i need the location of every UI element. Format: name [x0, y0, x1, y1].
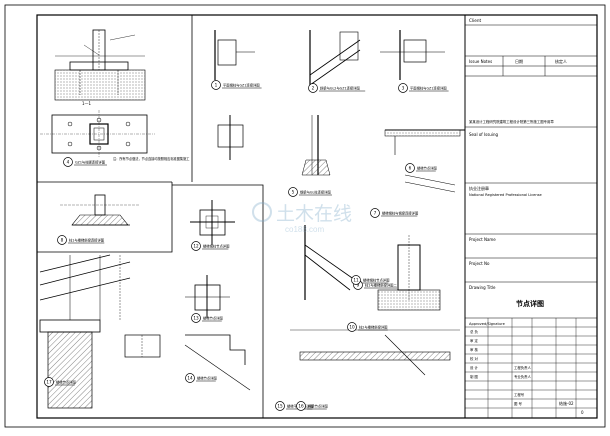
detail-bubble	[288, 187, 298, 197]
registration-cn: 执业注册章	[469, 185, 489, 191]
detail-number: 6	[409, 166, 412, 171]
detail-number: 2	[312, 86, 315, 91]
detail-bubble	[211, 80, 221, 90]
detail-bubble	[57, 235, 67, 245]
detail-caption: 钢梁与GL柱连接详图	[300, 190, 331, 195]
detail-bubble	[191, 241, 201, 251]
detail-panel-lower-center	[290, 225, 460, 376]
role-label: 审 定	[470, 338, 478, 343]
detail-caption: 平面钢柱与GZ1连接详图	[410, 86, 447, 91]
detail-caption: 楼梯钢柱节点详图	[203, 244, 230, 249]
role-labels: 总 负审 定审 核校 对设 计制 图	[470, 329, 478, 379]
detail-bubble	[308, 83, 318, 93]
role-label: 审 核	[470, 347, 478, 352]
detail-panel-base: 1—1 注：所有节点做法，节点连接均按照相应标准图集施工	[40, 29, 190, 161]
institute-name: 某某设计工程研究院建筑工程设计院第三所施工图专用章	[469, 119, 554, 124]
detail-number: 10	[349, 325, 355, 330]
detail-caption: 楼梯节点详图	[417, 166, 437, 171]
detail-caption: 楼梯节点详图	[203, 316, 223, 321]
detail-bubble	[347, 322, 357, 332]
detail-panel-top-connections	[214, 30, 445, 160]
role-field-2: 专业负责人	[514, 374, 532, 379]
detail-number: 8	[61, 238, 64, 243]
detail-caption: 斜梁节点详图	[308, 404, 328, 409]
detail-number: 16	[298, 404, 304, 409]
detail-bubble	[398, 83, 408, 93]
detail-number: 5	[292, 190, 295, 195]
title-block: Client Issue Notes 日期 核定人 某某设计工程研究院建筑工程设…	[464, 15, 597, 418]
revision-number: 0	[581, 410, 584, 415]
general-note: 注：所有节点做法，节点连接均按照相应标准图集施工	[113, 156, 190, 161]
detail-caption: 柱1与楼梯斜梁详图二	[365, 283, 397, 288]
detail-caption: 楼梯节点详图	[197, 376, 217, 381]
detail-bubble	[275, 401, 285, 411]
detail-panel-middle	[124, 200, 251, 391]
detail-bubble	[44, 377, 54, 387]
detail-number: 11	[353, 278, 359, 283]
detail-panel-stair-elevation	[39, 254, 131, 409]
detail-caption: 楼梯钢柱节点详图	[363, 278, 390, 283]
issue-label: Issue Notes	[469, 59, 492, 64]
role-field-4: 图 号	[514, 401, 522, 406]
watermark-text: 土木在线	[276, 203, 352, 225]
detail-panel-footing	[60, 194, 140, 226]
detail-caption: 平面钢柱与GZ1连接详图	[223, 83, 260, 88]
project-no-label: Project No	[469, 261, 490, 266]
detail-caption: 柱1与楼梯斜梁连接详图	[69, 238, 105, 243]
detail-caption: GZ1与柱脚连接详图	[75, 160, 106, 165]
detail-bubble	[405, 163, 415, 173]
signature-header: Approved/Signature	[469, 322, 506, 326]
detail-number: 17	[46, 380, 52, 385]
outer-border	[4, 4, 606, 428]
detail-bubble	[351, 275, 361, 285]
detail-caption: 楼梯钢柱与钢梁连接详图	[382, 211, 419, 216]
watermark-sub: co188.com	[285, 225, 324, 234]
date-label: 日期	[515, 58, 523, 64]
watermark: 土木在线 co188.com	[252, 202, 352, 234]
role-label: 总 负	[470, 329, 478, 334]
client-label: Client	[469, 18, 481, 23]
detail-number: 7	[374, 211, 377, 216]
detail-number: 3	[402, 86, 405, 91]
detail-caption: 柱2与楼梯斜梁详图	[359, 325, 388, 330]
detail-bubble	[296, 401, 306, 411]
project-name-label: Project Name	[469, 237, 496, 242]
detail-bubble	[191, 313, 201, 323]
seal-label: Seal of Issuing	[469, 132, 498, 137]
role-label: 设 计	[470, 365, 478, 370]
role-label: 制 图	[470, 374, 478, 379]
detail-number: 4	[67, 160, 70, 165]
inner-border	[36, 14, 598, 419]
detail-number: 15	[277, 404, 283, 409]
section-mark: 1—1	[82, 101, 92, 106]
detail-labels: 1 平面钢柱与GZ1连接详图 2 斜梁与GL2与GZ1连接详图 3 平面钢柱与GZ1连接详…	[44, 80, 449, 411]
role-field-1: 工程负责人	[514, 365, 532, 370]
role-label: 校 对	[470, 356, 478, 361]
detail-panel-center	[301, 115, 465, 193]
detail-bubble	[370, 208, 380, 218]
detail-bubble	[63, 157, 73, 167]
detail-number: 12	[193, 244, 199, 249]
drawing-title-label: Drawing Title	[469, 285, 496, 290]
registration-en: National Registered Professional License	[469, 193, 543, 197]
detail-bubble	[185, 373, 195, 383]
detail-caption: 斜梁与GL2与GZ1连接详图	[320, 86, 360, 91]
drawing-title: 节点详图	[516, 299, 544, 308]
detail-number: 14	[187, 376, 193, 381]
detail-caption: 楼梯节点详图	[56, 380, 76, 385]
detail-number: 9	[357, 283, 360, 288]
detail-number: 13	[193, 316, 199, 321]
detail-number: 1	[215, 83, 218, 88]
role-field-3: 工程号	[514, 392, 525, 397]
sheet-number: 结施-02	[559, 400, 574, 406]
approved-label: 核定人	[555, 58, 567, 64]
